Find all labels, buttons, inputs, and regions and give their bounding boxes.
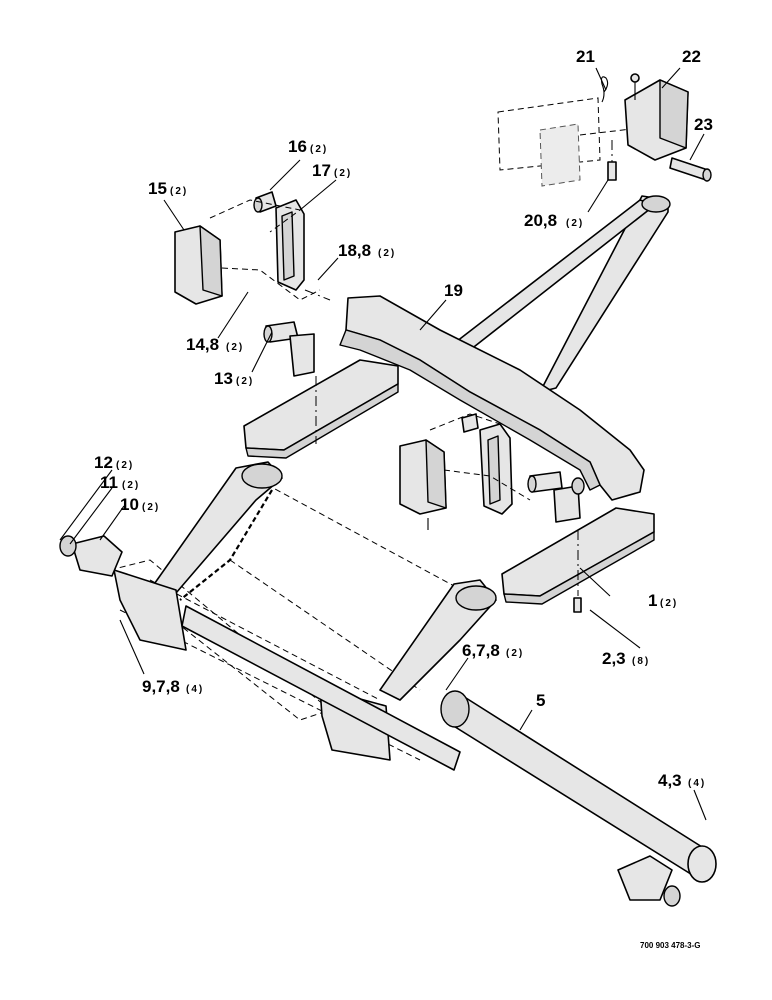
callout-quantity: (2) — [334, 168, 352, 179]
callout-quantity: (2) — [226, 342, 244, 353]
callout-2: 2,3 (8) — [602, 649, 650, 668]
callout-10: 10 (2) — [120, 495, 160, 514]
callout-number: 13 — [214, 369, 233, 388]
callout-1: 1 (2) — [648, 591, 678, 610]
callout-number: 5 — [536, 691, 545, 710]
callout-number: 1 — [648, 591, 657, 610]
callout-number: 11 — [100, 473, 118, 492]
callout-quantity: (2) — [506, 648, 524, 659]
callout-quantity: (8) — [632, 656, 650, 667]
callout-number: 22 — [682, 47, 701, 66]
skid-shoe-part-1 — [501, 507, 655, 605]
callout-number: 23 — [694, 115, 713, 134]
pin-center — [527, 471, 585, 523]
callout-number: 17 — [312, 161, 331, 180]
callout-number: 9,7,8 — [142, 677, 180, 696]
tube-part-5 — [440, 690, 717, 883]
callout-11: 11 (2) — [100, 473, 140, 492]
callout-5: 5 — [536, 691, 545, 710]
callout-number: 19 — [444, 281, 463, 300]
hitch-pin-part-23 — [669, 157, 712, 182]
pin-part-13 — [263, 321, 315, 377]
callout-number: 20,8 — [524, 211, 557, 230]
callout-16: 16 (2) — [288, 137, 328, 156]
cross-tube — [181, 605, 461, 771]
callout-quantity: (4) — [186, 684, 204, 695]
callout-number: 16 — [288, 137, 307, 156]
callout-20: 20,8 (2) — [524, 211, 584, 230]
bolt-part-2 — [573, 597, 582, 613]
callout-15: 15 (2) — [148, 179, 188, 198]
clip-part-21 — [600, 76, 609, 103]
callout-number: 21 — [576, 47, 595, 66]
callout-9: 9,7,8 (4) — [142, 677, 204, 696]
callout-number: 10 — [120, 495, 139, 514]
drawing-code: 700 903 478-3-G — [640, 941, 701, 950]
hitch-bolt-20 — [607, 140, 617, 181]
callout-18: 18,8 (2) — [338, 241, 396, 260]
callout-4: 4,3 (4) — [658, 771, 706, 790]
bracket-ghost-center — [427, 413, 531, 530]
callout-number: 6,7,8 — [462, 641, 500, 660]
callout-22: 22 — [682, 47, 701, 66]
callout-quantity: (2) — [170, 186, 188, 197]
hitch-bracket-part-22 — [624, 73, 689, 161]
callout-12: 12 (2) — [94, 453, 134, 472]
callout-quantity: (2) — [142, 502, 160, 513]
end-bracket-lower — [617, 855, 681, 907]
callout-6: 6,7,8 (2) — [462, 641, 524, 660]
main-frame-part-19 — [339, 195, 671, 501]
callout-19: 19 — [444, 281, 463, 300]
callout-quantity: (2) — [116, 460, 134, 471]
skid-shoe-upper — [243, 359, 399, 459]
callout-13: 13 (2) — [214, 369, 254, 388]
callout-quantity: (2) — [122, 480, 140, 491]
bracket-center-left — [399, 439, 447, 515]
callout-leaders — [59, 67, 707, 821]
bracket-ghost-upper — [209, 199, 331, 301]
bracket-part-17 — [275, 199, 305, 291]
callout-number: 15 — [148, 179, 167, 198]
left-arm-bracket — [113, 461, 283, 651]
callout-23: 23 — [694, 115, 713, 134]
pivot-bracket-part-10 — [59, 535, 123, 577]
callout-number: 14,8 — [186, 335, 219, 354]
callout-number: 2,3 — [602, 649, 626, 668]
hitch-tube-ghost — [497, 97, 641, 187]
callout-quantity: (2) — [236, 376, 254, 387]
callout-number: 12 — [94, 453, 113, 472]
callout-number: 18,8 — [338, 241, 371, 260]
callout-quantity: (4) — [688, 778, 706, 789]
callout-17: 17 (2) — [312, 161, 352, 180]
pin-part-16 — [253, 191, 277, 213]
callout-quantity: (2) — [566, 218, 584, 229]
callout-21: 21 — [576, 47, 595, 66]
callout-14: 14,8 (2) — [186, 335, 244, 354]
callout-quantity: (2) — [310, 144, 328, 155]
callout-number: 4,3 — [658, 771, 682, 790]
bracket-center-right — [461, 413, 513, 515]
callout-quantity: (2) — [660, 598, 678, 609]
callout-quantity: (2) — [378, 248, 396, 259]
bracket-part-15 — [174, 225, 223, 305]
